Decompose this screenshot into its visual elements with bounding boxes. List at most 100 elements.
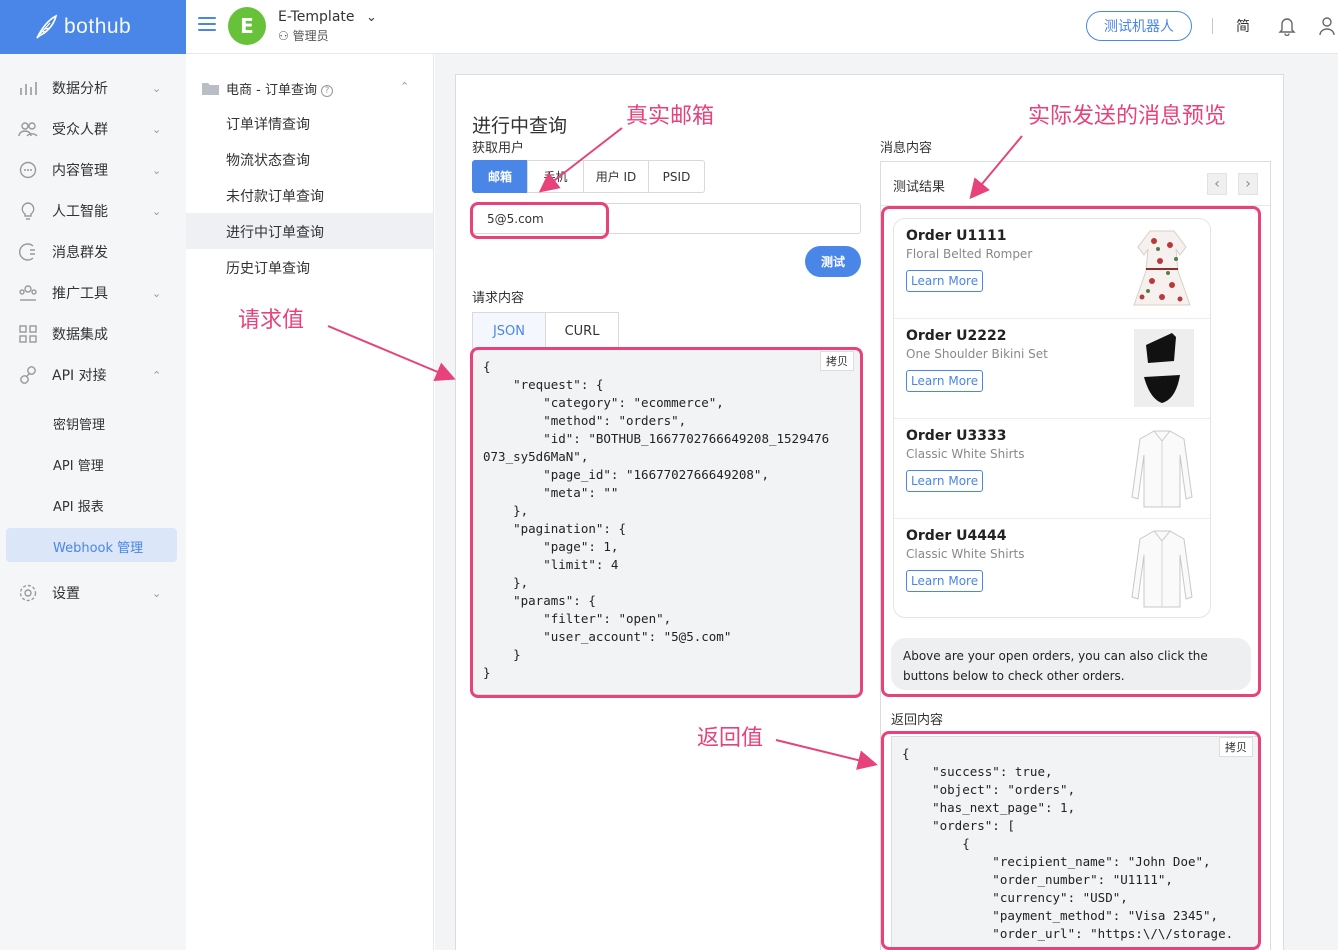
learn-more-button[interactable]: Learn More xyxy=(906,470,984,492)
grid-icon xyxy=(19,325,37,343)
sidebar-subitem-api-manage[interactable]: API 管理 xyxy=(53,459,104,474)
id-type-psid[interactable]: PSID xyxy=(648,160,705,193)
menu-toggle-icon[interactable] xyxy=(198,17,216,33)
bulb-icon xyxy=(21,202,35,220)
brand-name: bothub xyxy=(64,15,132,38)
preview-title: 测试结果 xyxy=(893,180,946,195)
sidebar-item-label: 数据集成 xyxy=(52,327,108,343)
chevron-left-icon[interactable]: ‹ xyxy=(1207,173,1227,195)
user-icon[interactable] xyxy=(1318,16,1336,36)
id-type-phone[interactable]: 手机 xyxy=(527,160,584,193)
learn-more-button[interactable]: Learn More xyxy=(906,570,984,592)
bell-icon[interactable] xyxy=(1278,16,1296,36)
sidebar-item-content[interactable]: 内容管理 ⌄ xyxy=(0,155,186,185)
growth-icon xyxy=(19,285,37,301)
white-shirt-image xyxy=(1131,430,1193,508)
subnav-item-history[interactable]: 历史订单查询 xyxy=(226,261,310,277)
order-number: Order U4444 xyxy=(906,528,1007,544)
learn-more-button[interactable]: Learn More xyxy=(906,270,984,292)
request-json: { "request": { "category": "ecommerce", … xyxy=(472,349,861,695)
message-preview: 测试结果 ‹ › Order U1111 Floral Belted Rompe… xyxy=(880,161,1271,950)
subnav-item-in-progress[interactable]: 进行中订单查询 xyxy=(226,225,324,241)
test-button[interactable]: 测试 xyxy=(805,246,861,277)
list-item: Order U2222 One Shoulder Bikini Set Lear… xyxy=(894,319,1210,419)
chevron-up-icon: ⌃ xyxy=(152,368,162,382)
sidebar-item-label: 人工智能 xyxy=(52,204,108,220)
page-title: 进行中查询 xyxy=(472,115,568,137)
order-description: Classic White Shirts xyxy=(906,547,1025,561)
sidebar-item-broadcast[interactable]: 消息群发 xyxy=(0,237,186,267)
chevron-down-icon: ⌄ xyxy=(152,163,162,177)
header-divider xyxy=(1212,18,1213,34)
annotation-real-email: 真实邮箱 xyxy=(626,104,715,129)
feather-icon xyxy=(36,14,58,39)
help-icon[interactable]: ? xyxy=(320,85,333,97)
chart-icon xyxy=(20,82,37,95)
id-type-selector: 邮箱 手机 用户 ID PSID xyxy=(472,160,705,193)
copy-request-button[interactable]: 拷贝 xyxy=(820,351,854,371)
bot-message-bubble: Above are your open orders, you can also… xyxy=(891,638,1251,690)
subnav-active-highlight xyxy=(186,213,433,249)
chevron-up-icon[interactable]: ⌃ xyxy=(400,80,410,93)
workspace-avatar[interactable]: E xyxy=(228,7,266,45)
sidebar-subitem-keys[interactable]: 密钥管理 xyxy=(53,418,106,433)
order-number: Order U3333 xyxy=(906,428,1007,444)
sidebar-item-label: 设置 xyxy=(52,586,80,602)
subnav-item-order-detail[interactable]: 订单详情查询 xyxy=(226,117,310,133)
chat-icon xyxy=(19,161,37,179)
sidebar-item-label: 受众人群 xyxy=(52,122,108,138)
workspace-name[interactable]: E-Template xyxy=(278,9,355,25)
chevron-down-icon: ⌄ xyxy=(152,122,162,136)
brand-logo[interactable]: bothub xyxy=(0,0,186,54)
id-type-email[interactable]: 邮箱 xyxy=(472,160,528,193)
users-icon xyxy=(18,122,38,137)
tab-curl[interactable]: CURL xyxy=(545,312,619,350)
query-card: 进行中查询 获取用户 邮箱 手机 用户 ID PSID 测试 请求内容 JSON… xyxy=(455,74,1284,950)
chevron-down-icon: ⌄ xyxy=(152,586,162,600)
workspace-chevron-icon[interactable]: ⌄ xyxy=(366,10,377,25)
order-carousel: Order U1111 Floral Belted Romper Learn M… xyxy=(893,218,1211,618)
sidebar-item-label: 消息群发 xyxy=(52,245,108,261)
sidebar-subitem-webhook[interactable]: Webhook 管理 xyxy=(53,541,144,556)
tab-json[interactable]: JSON xyxy=(472,312,546,350)
sidebar-item-integration[interactable]: 数据集成 xyxy=(0,319,186,349)
learn-more-button[interactable]: Learn More xyxy=(906,370,984,392)
chevron-down-icon: ⌄ xyxy=(152,81,162,95)
id-type-user-id[interactable]: 用户 ID xyxy=(583,160,649,193)
language-switch[interactable]: 简 xyxy=(1236,19,1250,35)
message-label: 消息内容 xyxy=(880,141,933,156)
sidebar-item-ai[interactable]: 人工智能 ⌄ xyxy=(0,196,186,226)
list-item: Order U1111 Floral Belted Romper Learn M… xyxy=(894,219,1210,319)
broadcast-icon xyxy=(19,243,35,261)
response-label: 返回内容 xyxy=(891,713,944,728)
email-input[interactable] xyxy=(472,203,861,234)
subnav-group-title[interactable]: 电商 - 订单查询? xyxy=(226,79,333,98)
subnav-item-shipping[interactable]: 物流状态查询 xyxy=(226,153,310,169)
sidebar-item-label: 数据分析 xyxy=(52,81,108,97)
annotation-request-value: 请求值 xyxy=(238,308,305,333)
order-description: Floral Belted Romper xyxy=(906,247,1033,261)
copy-response-button[interactable]: 拷贝 xyxy=(1219,737,1253,757)
chevron-right-icon[interactable]: › xyxy=(1238,173,1258,195)
subnav-item-unpaid[interactable]: 未付款订单查询 xyxy=(226,189,324,205)
sidebar-item-label: API 对接 xyxy=(52,368,107,384)
sidebar-subitem-api-report[interactable]: API 报表 xyxy=(53,500,104,515)
annotation-response-value: 返回值 xyxy=(697,726,764,751)
sidebar-item-api[interactable]: API 对接 ⌃ xyxy=(0,360,186,390)
sidebar-item-label: 推广工具 xyxy=(52,286,108,302)
chevron-down-icon: ⌄ xyxy=(152,286,162,300)
response-json: { "success": true, "object": "orders", "… xyxy=(891,736,1259,950)
link-icon xyxy=(20,366,36,384)
sidebar-item-promotion[interactable]: 推广工具 ⌄ xyxy=(0,278,186,308)
workspace-role: ⚇ 管理员 xyxy=(278,29,329,43)
main-sidebar: 数据分析 ⌄ 受众人群 ⌄ 内容管理 ⌄ 人工智能 ⌄ 消息群发 推广工具 ⌄ … xyxy=(0,54,186,950)
sidebar-item-analytics[interactable]: 数据分析 ⌄ xyxy=(0,73,186,103)
test-bot-button[interactable]: 测试机器人 xyxy=(1086,11,1192,41)
order-description: Classic White Shirts xyxy=(906,447,1025,461)
sidebar-item-settings[interactable]: 设置 ⌄ xyxy=(0,578,186,608)
fetch-user-label: 获取用户 xyxy=(472,141,525,156)
order-number: Order U1111 xyxy=(906,228,1007,244)
sidebar-item-audience[interactable]: 受众人群 ⌄ xyxy=(0,114,186,144)
gear-icon xyxy=(19,584,37,602)
floral-romper-image xyxy=(1133,230,1191,306)
